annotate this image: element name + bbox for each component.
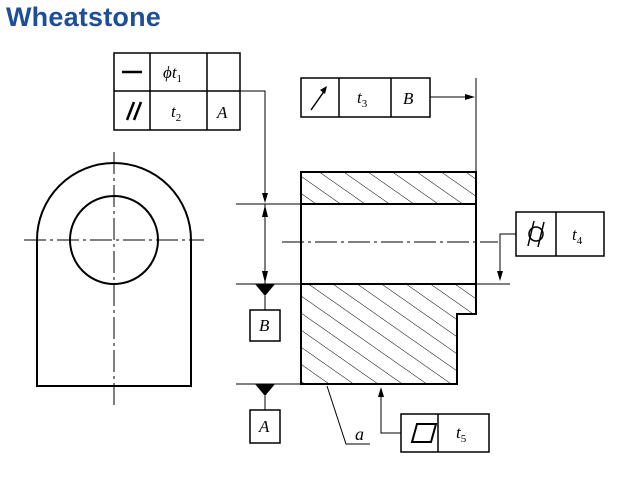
surface-a-callout: a bbox=[326, 385, 370, 445]
feature-control-frame-runout: t3 B bbox=[300, 77, 431, 118]
diameter-symbol: ϕ bbox=[163, 63, 172, 82]
datum-a-label: A bbox=[258, 417, 270, 436]
datum-ref-b-in-frame: B bbox=[403, 89, 414, 108]
datum-ref-a-in-frame: A bbox=[216, 103, 228, 122]
datum-b-label: B bbox=[259, 316, 270, 335]
svg-text:t5: t5 bbox=[456, 423, 467, 445]
tolerance-t2-subscript: 2 bbox=[176, 112, 182, 124]
tolerance-t5: t bbox=[456, 423, 462, 442]
bore-dimension-line bbox=[262, 204, 268, 284]
svg-text:t2: t2 bbox=[171, 102, 181, 124]
cylindricity-icon bbox=[527, 220, 545, 248]
tolerance-t3-subscript: 3 bbox=[362, 98, 368, 110]
page-title: Wheatstone bbox=[6, 2, 162, 32]
feature-control-frame-straightness-parallelism: ϕt1 t2 A bbox=[113, 52, 241, 131]
tolerance-t5-subscript: 5 bbox=[461, 433, 467, 445]
tolerance-t4-subscript: 4 bbox=[577, 235, 583, 247]
leader-runout bbox=[430, 94, 475, 100]
tolerance-t4: t bbox=[572, 225, 578, 244]
side-view bbox=[24, 152, 204, 408]
surface-a-label: a bbox=[355, 424, 364, 444]
flatness-icon bbox=[410, 423, 438, 443]
leader-top-left-frame bbox=[240, 90, 268, 203]
tolerance-t1-subscript: 1 bbox=[177, 73, 183, 85]
leader-flatness bbox=[378, 387, 401, 434]
datum-b-symbol: B bbox=[249, 284, 281, 342]
circular-runout-icon bbox=[310, 86, 327, 111]
section-view bbox=[282, 171, 498, 385]
tolerance-t3: t bbox=[357, 88, 363, 107]
tolerance-t1: t bbox=[172, 63, 178, 82]
datum-a-symbol: A bbox=[249, 384, 281, 444]
tolerance-t2: t bbox=[171, 102, 177, 121]
svg-text:ϕt1: ϕt1 bbox=[163, 63, 182, 85]
feature-control-frame-cylindricity: t4 bbox=[515, 211, 605, 257]
svg-text:t4: t4 bbox=[572, 225, 583, 247]
parallelism-icon bbox=[125, 101, 143, 121]
feature-control-frame-flatness: t5 bbox=[400, 413, 490, 453]
svg-text:t3: t3 bbox=[357, 88, 368, 110]
leader-cylindricity bbox=[497, 233, 516, 281]
